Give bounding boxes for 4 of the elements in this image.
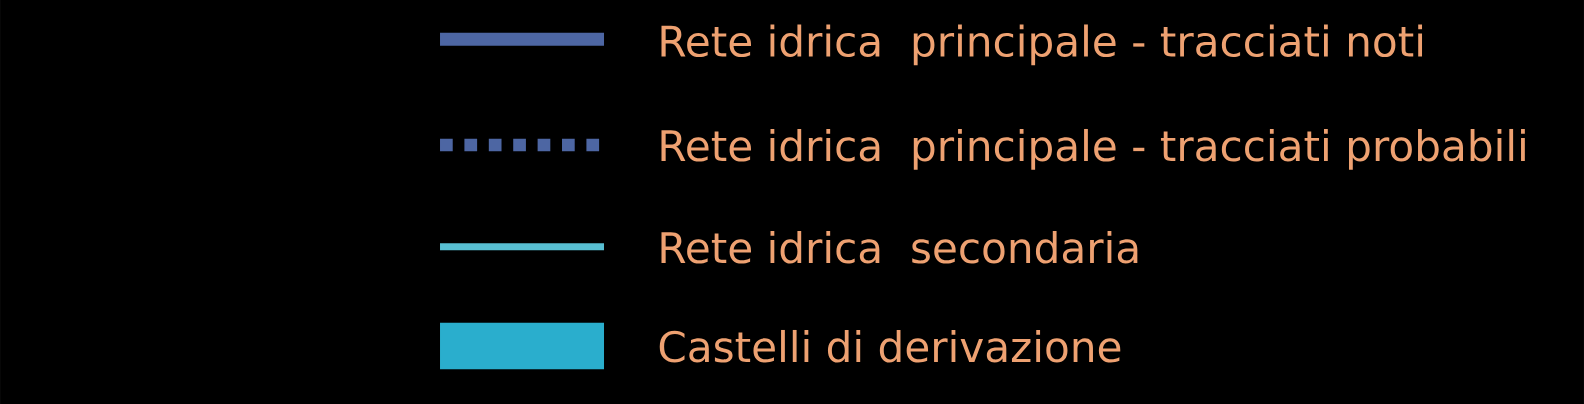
legend-label: Rete idrica secondaria — [661, 230, 1138, 264]
legend-label: Rete idrica principale - tracciati probabili — [661, 128, 1525, 170]
legend-label: Rete idrica principale - tracciati noti — [661, 24, 1422, 66]
legend-label: Castelli di derivazione — [659, 329, 1121, 363]
